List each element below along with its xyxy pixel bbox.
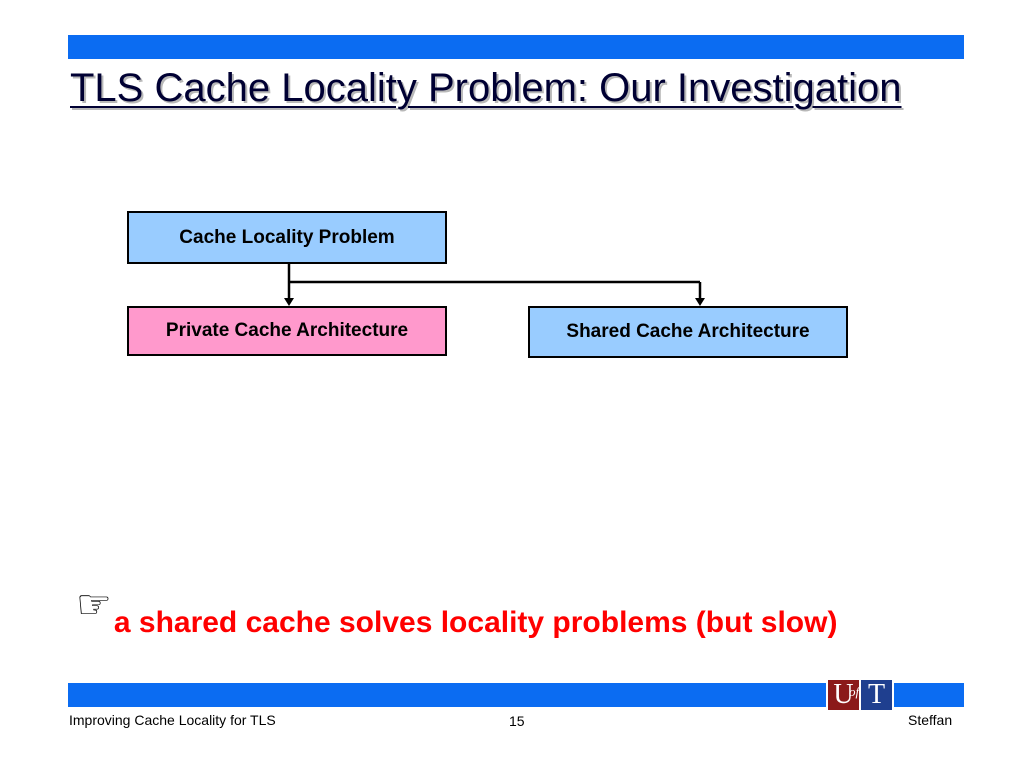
logo-t-block: T — [861, 679, 892, 710]
root-node-cache-locality-problem: Cache Locality Problem — [127, 211, 447, 264]
arrowhead-shared — [695, 298, 705, 306]
child-node-shared-cache: Shared Cache Architecture — [528, 306, 848, 358]
shared-node-label: Shared Cache Architecture — [566, 321, 810, 342]
root-node-label: Cache Locality Problem — [179, 226, 395, 248]
top-accent-bar — [68, 35, 964, 59]
takeaway-text: a shared cache solves locality problems … — [113, 606, 838, 639]
footer-presentation-title: Improving Cache Locality for TLS — [69, 712, 276, 728]
footer-page-number: 15 — [509, 713, 525, 729]
arrowhead-private — [284, 298, 294, 306]
bottom-accent-bar — [68, 683, 964, 707]
logo-u-block: U — [828, 679, 859, 710]
pointing-hand-icon: ☞ — [76, 583, 112, 627]
footer-author: Steffan — [908, 712, 953, 728]
private-node-label: Private Cache Architecture — [165, 320, 409, 341]
uoft-logo: U T — [826, 678, 894, 712]
child-node-private-cache: Private Cache Architecture — [127, 306, 447, 356]
takeaway-line: ☞a shared cache solves locality problems… — [76, 583, 838, 642]
logo-of-text: of — [849, 684, 860, 699]
slide-title: TLS Cache Locality Problem: Our Investig… — [70, 66, 902, 110]
